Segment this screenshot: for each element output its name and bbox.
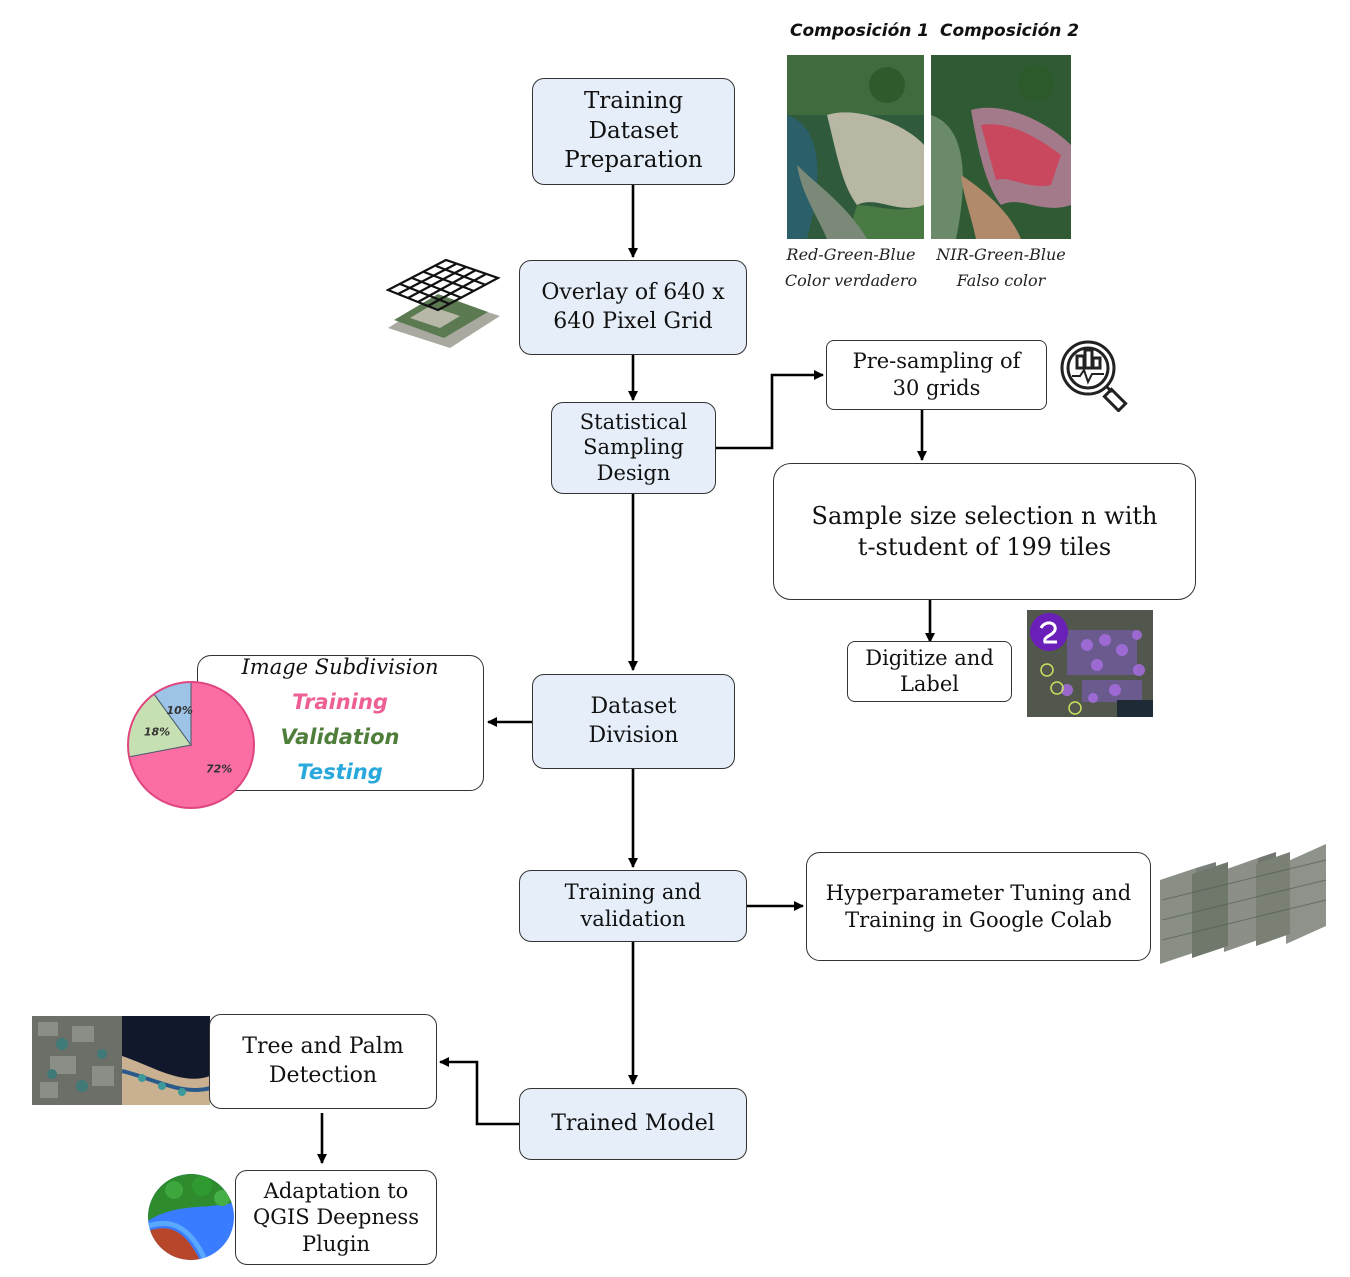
tree-palm-detection-label: Tree and Palm Detection [242,1034,404,1088]
tree-palm-detection-box: Tree and Palm Detection [209,1014,437,1109]
dataset-division-box: Dataset Division [532,674,735,769]
pre-sampling-box: Pre-sampling of 30 grids [826,340,1047,410]
digitize-label-box: Digitize and Label [847,641,1012,702]
composition-2-caption: NIR-Green-Blue Falso color [936,245,1066,290]
trained-model-label: Trained Model [551,1110,715,1136]
qgis-adaptation-label: Adaptation to QGIS Deepness Plugin [253,1179,419,1256]
qgis-plugin-icon [148,1174,234,1260]
training-validation-label: Training and validation [564,879,702,931]
training-validation-box: Training and validation [519,870,747,942]
composition-1-caption: Red-Green-Blue Color verdadero [784,245,918,290]
pie-label-validation: 18% [144,726,170,739]
hyperparameter-box: Hyperparameter Tuning and Training in Go… [806,852,1151,961]
rgb-satellite-image [787,55,924,239]
sample-size-box: Sample size selection n with t-student o… [773,463,1196,600]
labeling-tool-image [1027,610,1153,717]
composition-1-title: Composición 1 [790,21,930,41]
pie-outline [127,681,255,809]
digitize-label-text: Digitize and Label [865,646,994,696]
legend-testing: Testing [297,760,383,784]
statistical-sampling-box: Statistical Sampling Design [551,402,716,494]
arrow-model-to-detection [439,1057,519,1126]
detection-example-images [32,1016,210,1105]
pie-label-testing: 10% [167,704,193,717]
nir-satellite-image [931,55,1071,239]
pre-sampling-label: Pre-sampling of 30 grids [852,349,1021,400]
arrow-sampling-to-presampling [716,370,824,450]
sample-size-label: Sample size selection n with t-student o… [811,501,1158,561]
trained-model-box: Trained Model [519,1088,747,1160]
overlay-grid-label: Overlay of 640 x 640 Pixel Grid [541,280,725,334]
overlay-grid-box: Overlay of 640 x 640 Pixel Grid [519,260,747,355]
legend-validation: Validation [280,725,400,749]
training-dataset-preparation-box: Training Dataset Preparation [532,78,735,185]
subdivision-pie-chart: 72% 18% 10% [127,681,255,809]
image-tiles-stack [1160,844,1327,964]
hyperparameter-label: Hyperparameter Tuning and Training in Go… [825,880,1132,932]
pie-label-training: 72% [206,762,232,775]
pixel-grid-icon [385,258,501,348]
magnifier-analysis-icon [1060,340,1128,412]
legend-training: Training [292,690,388,714]
dataset-division-label: Dataset Division [588,694,679,748]
composition-2-title: Composición 2 [940,21,1080,41]
image-subdivision-title: Image Subdivision [241,655,439,679]
qgis-adaptation-box: Adaptation to QGIS Deepness Plugin [235,1170,437,1265]
training-dataset-preparation-label: Training Dataset Preparation [564,88,703,174]
statistical-sampling-label: Statistical Sampling Design [579,409,688,485]
